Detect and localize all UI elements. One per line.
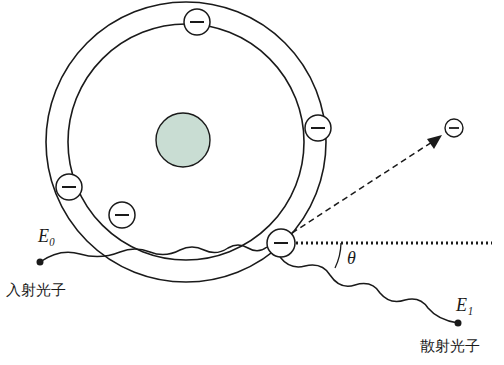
photon-label: 入射光子 (6, 282, 66, 299)
angle-arc (335, 243, 341, 268)
electrons (56, 9, 331, 257)
photon-label: 散射光子 (420, 338, 480, 355)
photon-dot (37, 259, 44, 266)
incident-photon-wave (40, 245, 267, 262)
arrowhead (427, 135, 442, 149)
energy-symbol: E₀ (38, 226, 55, 247)
reference-line (296, 242, 492, 245)
recoil-electron (445, 119, 463, 137)
nucleus (156, 113, 210, 167)
outer-shell (46, 2, 326, 282)
electron-path (292, 142, 432, 233)
energy-symbol: E₁ (456, 295, 473, 316)
photon-dot (455, 320, 462, 327)
minus-signs (62, 22, 325, 243)
angle-symbol: θ (347, 248, 356, 269)
minus-sign (449, 127, 459, 129)
scattered-photon-wave (280, 257, 458, 323)
inner-shell (68, 24, 304, 260)
